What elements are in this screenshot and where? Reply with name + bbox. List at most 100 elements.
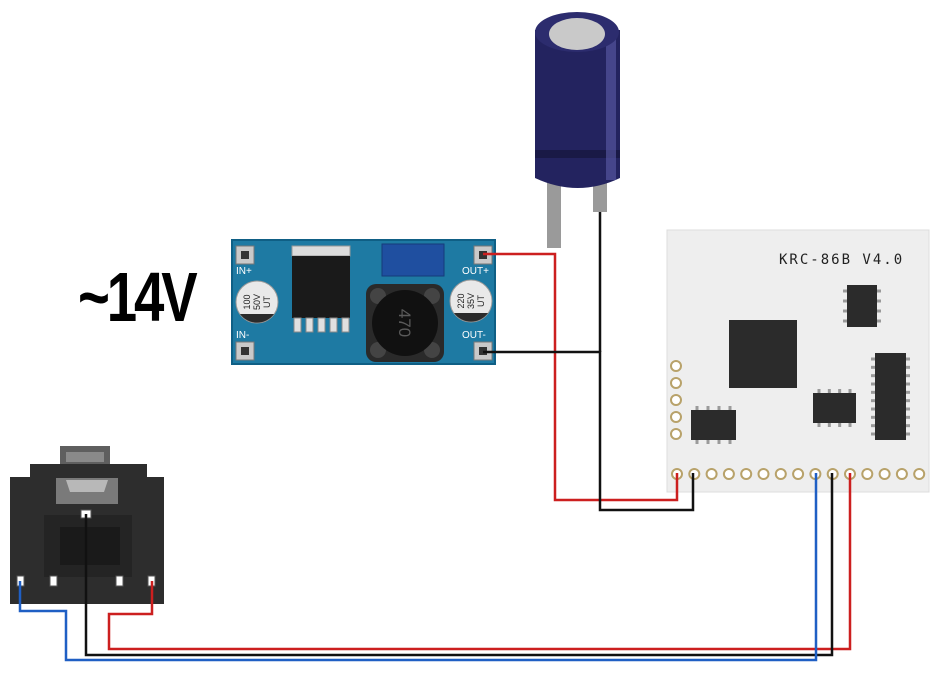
regulator-tab bbox=[291, 245, 351, 257]
label-in-plus: IN+ bbox=[236, 266, 252, 277]
electrolytic-capacitor bbox=[535, 12, 620, 248]
module-pad bbox=[740, 468, 753, 480]
chip-pin bbox=[871, 365, 875, 369]
module-main-chip bbox=[729, 320, 797, 388]
capacitor-polarity-stripe bbox=[606, 30, 616, 180]
cap-right-voltage: 35V bbox=[466, 293, 476, 309]
module-pad bbox=[705, 468, 718, 480]
capacitor-body bbox=[535, 30, 620, 188]
chip-pin bbox=[838, 423, 842, 427]
module-bottom-pads bbox=[671, 468, 926, 480]
label-out-minus: OUT- bbox=[462, 330, 486, 341]
module-pad bbox=[757, 468, 770, 480]
chip-pin bbox=[871, 382, 875, 386]
jack-pin bbox=[115, 575, 124, 587]
regulator-pin bbox=[341, 317, 350, 333]
module-soic-chip-left bbox=[691, 410, 736, 440]
module-pad bbox=[670, 411, 682, 423]
module-title: KRC-86B V4.0 bbox=[779, 252, 904, 268]
chip-pin bbox=[843, 319, 847, 323]
module-pad bbox=[670, 394, 682, 406]
chip-pin bbox=[695, 406, 699, 410]
chip-pin bbox=[871, 415, 875, 419]
jack-shell-shine bbox=[66, 480, 108, 492]
regulator-pin bbox=[329, 317, 338, 333]
module-pad bbox=[895, 468, 908, 480]
module-pad bbox=[670, 428, 682, 440]
cap-right-stripe bbox=[454, 313, 488, 322]
chip-pin bbox=[871, 432, 875, 436]
cap-right-brand: UT bbox=[476, 295, 486, 307]
label-out-plus: OUT+ bbox=[462, 266, 489, 277]
cap-right-body bbox=[449, 279, 493, 323]
chip-pin bbox=[706, 406, 710, 410]
chip-pin bbox=[871, 357, 875, 361]
chip-pin bbox=[838, 389, 842, 393]
pad-in-plus-hole bbox=[241, 251, 249, 259]
inductor-marking: 470 bbox=[395, 309, 414, 337]
chip-pin bbox=[817, 423, 821, 427]
module-pad bbox=[878, 468, 891, 480]
cap-left-voltage: 50V bbox=[252, 294, 262, 310]
capacitor-groove bbox=[535, 150, 620, 158]
chip-pin bbox=[877, 299, 881, 303]
cap-left-brand: UT bbox=[262, 296, 272, 308]
module-chip-pins bbox=[695, 289, 910, 444]
chip-pin bbox=[906, 390, 910, 394]
module-side-pads bbox=[670, 360, 682, 440]
chip-pin bbox=[717, 406, 721, 410]
pad-in-minus-hole bbox=[241, 347, 249, 355]
regulator-pin bbox=[317, 317, 326, 333]
module-pad bbox=[722, 468, 735, 480]
chip-pin bbox=[906, 432, 910, 436]
wire-out-minus-black bbox=[483, 350, 695, 512]
cap-left-value: 100 bbox=[242, 294, 252, 309]
inductor: 470 bbox=[366, 284, 444, 362]
regulator-body bbox=[292, 256, 350, 318]
bluetooth-module: KRC-86B V4.0 bbox=[666, 229, 930, 493]
chip-pin bbox=[871, 424, 875, 428]
chip-pin bbox=[848, 423, 852, 427]
smd-capacitor-right: 220 35V UT bbox=[449, 279, 493, 323]
module-pad bbox=[861, 468, 874, 480]
wire-out-plus-red bbox=[483, 252, 679, 502]
chip-pin bbox=[706, 440, 710, 444]
chip-pin bbox=[906, 374, 910, 378]
chip-pin bbox=[717, 440, 721, 444]
wire-jack-ground-black bbox=[84, 473, 834, 657]
regulator-pin bbox=[305, 317, 314, 333]
chip-pin bbox=[877, 289, 881, 293]
cap-left-stripe bbox=[240, 314, 274, 323]
module-pad bbox=[792, 468, 805, 480]
chip-pin bbox=[877, 319, 881, 323]
wire-jack-right-red bbox=[107, 473, 852, 651]
module-pad bbox=[670, 377, 682, 389]
wires bbox=[18, 212, 852, 662]
chip-pin bbox=[871, 399, 875, 403]
chip-pin bbox=[728, 440, 732, 444]
buck-converter-board: IN+ IN- OUT+ OUT- 100 50V UT bbox=[231, 239, 496, 365]
chip-pin bbox=[843, 309, 847, 313]
chip-pin bbox=[906, 424, 910, 428]
module-soic-chip-top bbox=[847, 285, 877, 327]
capacitor-lead-negative bbox=[547, 180, 561, 248]
chip-pin bbox=[848, 389, 852, 393]
jack-pin bbox=[49, 575, 58, 587]
module-soic-chip-middle bbox=[813, 393, 856, 423]
chip-pin bbox=[906, 399, 910, 403]
jack-barrel-highlight bbox=[66, 452, 104, 462]
regulator-ic bbox=[291, 245, 351, 333]
chip-pin bbox=[906, 415, 910, 419]
inductor-core bbox=[372, 290, 438, 356]
chip-pin bbox=[906, 382, 910, 386]
module-pad bbox=[774, 468, 787, 480]
cap-left-body bbox=[235, 280, 279, 324]
cap-right-value: 220 bbox=[456, 293, 466, 308]
module-pad bbox=[670, 360, 682, 372]
chip-pin bbox=[695, 440, 699, 444]
trim-potentiometer bbox=[381, 243, 445, 277]
chip-pin bbox=[906, 407, 910, 411]
regulator-pin bbox=[293, 317, 302, 333]
module-pad bbox=[688, 468, 701, 480]
